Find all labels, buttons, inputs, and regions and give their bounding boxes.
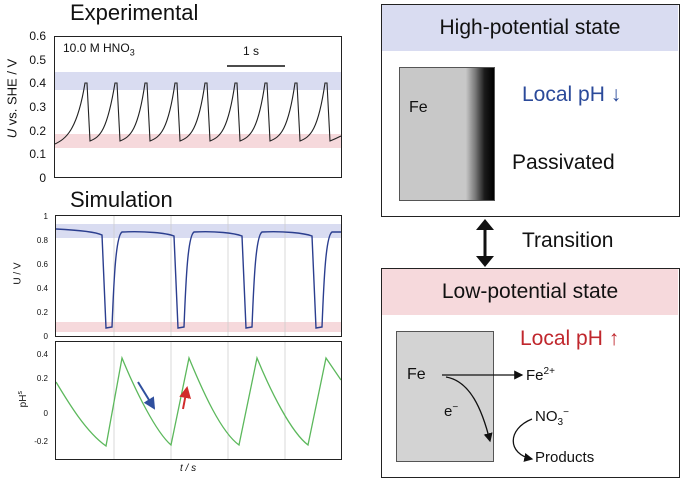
exp-ytick: 0.5 (29, 53, 46, 67)
high-potential-header: High-potential state (382, 5, 678, 51)
exp-annotation-sub: 3 (129, 47, 135, 58)
sim-u-ytick: 0.2 (36, 308, 48, 317)
sim-ph-ylabel-sup: s (16, 391, 24, 395)
high-fe-electrode (399, 67, 495, 201)
exp-ytick: 0.4 (29, 76, 46, 90)
high-potential-panel: High-potential state Fe Local pH ↓ Passi… (381, 4, 680, 217)
sim-u-ytick: 0.8 (36, 236, 48, 245)
exp-annotation: 10.0 M HNO3 (63, 41, 135, 57)
experimental-plot: 10.0 M HNO3 1 s (54, 36, 342, 178)
exp-ytick: 0.3 (29, 100, 46, 114)
experimental-title: Experimental (70, 0, 199, 25)
low-potential-panel: Low-potential state Local pH ↑ Fe Fe2+ e… (381, 268, 680, 478)
high-local-ph: Local pH ↓ (522, 83, 622, 106)
high-fe-label: Fe (409, 99, 428, 116)
exp-ytick: 0.2 (29, 124, 46, 138)
low-potential-header: Low-potential state (382, 269, 678, 315)
exp-scalebar-label: 1 s (243, 44, 260, 58)
nitrate-to-products-arrow (512, 418, 534, 462)
sim-ph-trace (56, 342, 341, 459)
nitrate-sub: 3 (557, 417, 564, 428)
fe2-ion-sup: 2+ (543, 366, 555, 377)
exp-high-band (55, 72, 341, 90)
electron-label: e− (444, 402, 458, 420)
exp-ytick: 0 (39, 171, 46, 185)
sim-high-band (56, 224, 341, 238)
sim-xlabel: t / s (180, 463, 197, 474)
electron-text: e (444, 403, 453, 420)
experimental-ylabel: U vs. SHE / V (5, 49, 20, 149)
exp-trace (55, 65, 341, 145)
electron-arrow (445, 376, 493, 443)
transition-double-arrow (476, 219, 494, 267)
nitrate-label: NO3− (535, 407, 569, 428)
sim-ph-yticks: 0.4 0.2 0 -0.2 (26, 345, 52, 455)
exp-ytick: 0.6 (29, 29, 46, 43)
transition-label: Transition (522, 229, 614, 252)
exp-annotation-text: 10.0 M HNO (63, 41, 130, 55)
low-fe-label: Fe (407, 366, 426, 383)
electron-sup: − (452, 402, 459, 413)
sim-ph-plot (55, 341, 342, 460)
sim-low-band (56, 322, 341, 332)
experimental-yticks: 0.6 0.5 0.4 0.3 0.2 0.1 0 (22, 28, 50, 188)
sim-ph-ytick: 0.2 (36, 374, 48, 383)
exp-ytick: 0.1 (29, 147, 46, 161)
sim-ph-ytick: 0 (43, 409, 48, 418)
ph-increase-arrow (179, 386, 192, 410)
sim-u-ylabel: U / V (12, 262, 24, 285)
passivated-label: Passivated (512, 151, 615, 174)
experimental-ylabel-var: U (4, 128, 20, 139)
sim-u-yticks: 1 0.8 0.6 0.4 0.2 0 (30, 212, 52, 342)
simulation-title: Simulation (70, 187, 173, 212)
sim-u-ytick: 0.6 (36, 260, 48, 269)
sim-u-ytick: 1 (43, 212, 48, 221)
fe2-ion-text: Fe (526, 367, 544, 384)
low-local-ph: Local pH ↑ (520, 327, 620, 350)
fe2-ion-label: Fe2+ (526, 366, 555, 384)
sim-u-ytick: 0.4 (36, 284, 48, 293)
products-label: Products (535, 449, 595, 466)
sim-u-ytick: 0 (43, 332, 48, 341)
sim-ph-ytick: 0.4 (36, 350, 48, 359)
sim-u-trace (56, 216, 341, 336)
sim-ph-ytick: -0.2 (34, 437, 48, 446)
ph-decrease-arrow (137, 381, 156, 410)
experimental-ylabel-rest: vs. SHE / V (4, 58, 20, 129)
nitrate-text: NO (535, 408, 558, 425)
sim-u-plot (55, 215, 342, 337)
low-fe-electrode (396, 331, 494, 462)
nitrate-sup: − (563, 407, 569, 418)
reaction-arrows (442, 370, 534, 462)
